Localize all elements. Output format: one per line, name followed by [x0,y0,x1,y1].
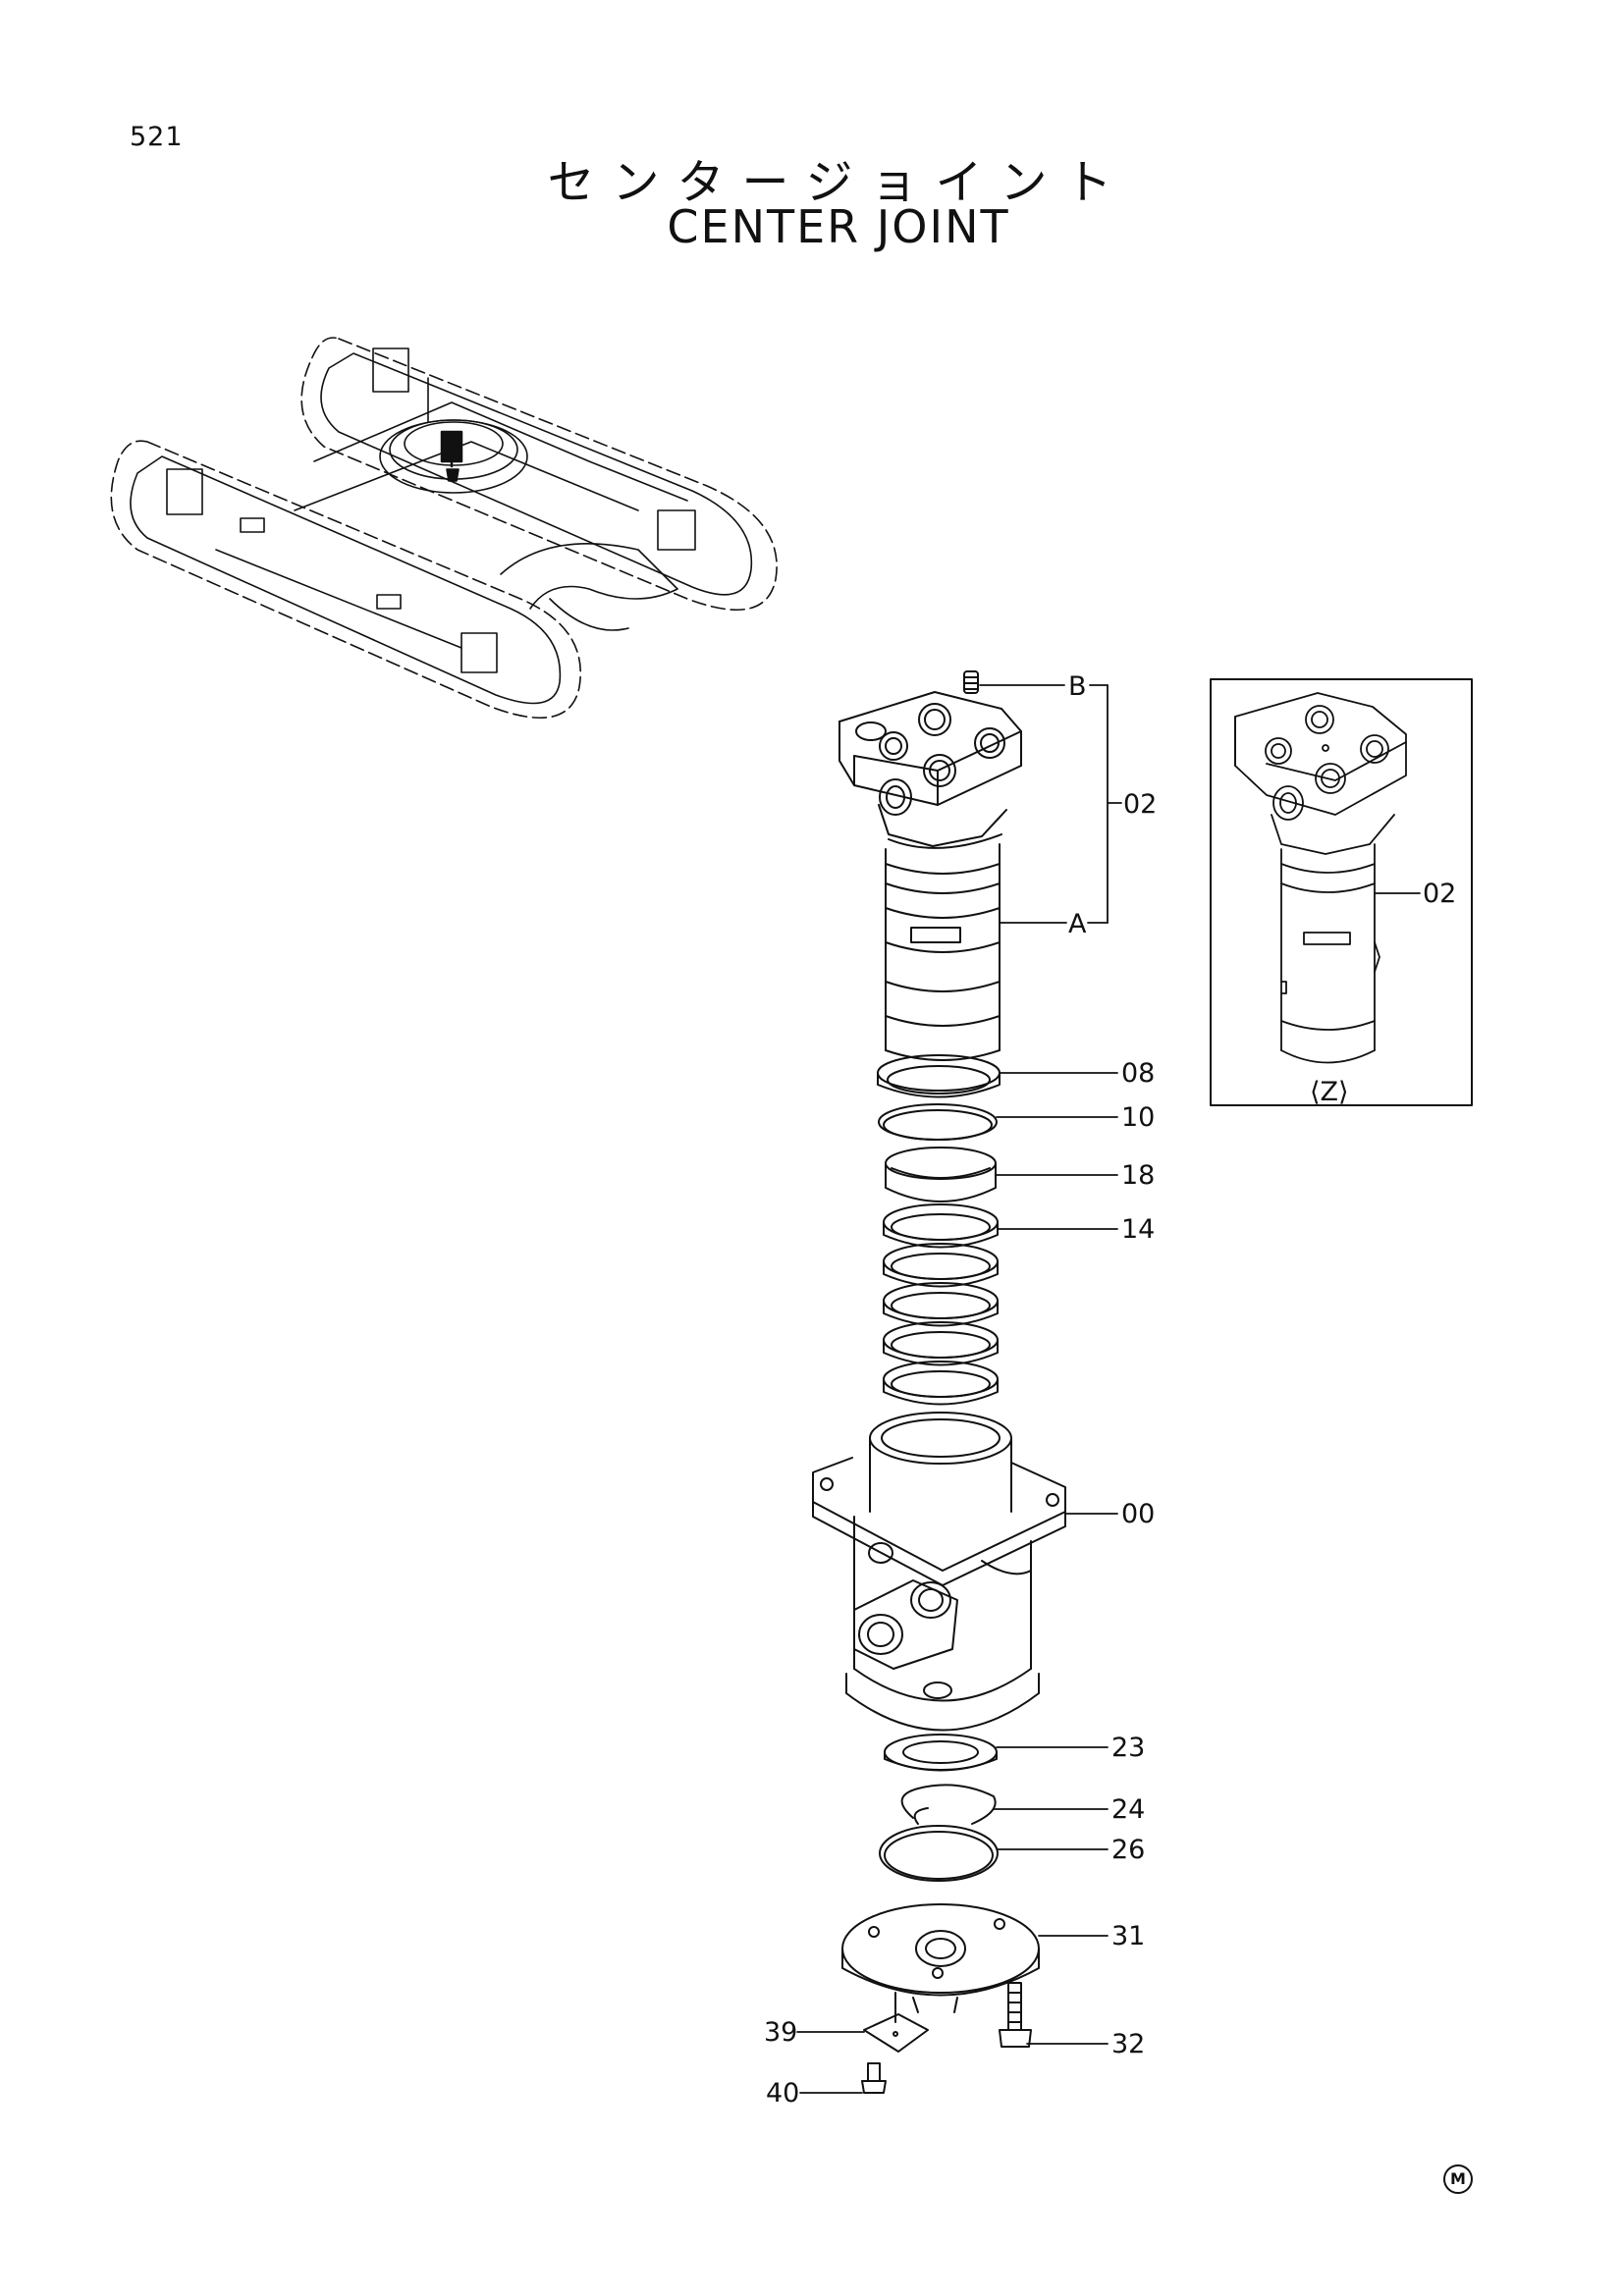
page-title: CENTER JOINT [667,200,1010,253]
callout-00: 00 [1121,1499,1155,1529]
callout-26: 26 [1111,1835,1145,1865]
snap-ring-24 [900,1784,997,1825]
callout-23: 23 [1111,1733,1145,1763]
o-ring-26 [879,1825,999,1882]
callout-39: 39 [764,2017,797,2048]
spindle-part-02 [839,691,1022,1061]
page-number: 521 [130,122,184,152]
body-part-00 [812,1412,1066,1732]
detail-view-label: ⟨Z⟩ [1310,1077,1349,1107]
seal-ring-stack-14 [883,1203,999,1406]
undercarriage-illustration [110,337,778,719]
callout-24: 24 [1111,1794,1145,1825]
callout-labels: B 02 A 08 10 18 14 00 23 24 26 31 32 39 … [764,671,1456,2109]
seal-ring-08 [877,1054,1001,1098]
callout-32: 32 [1111,2029,1145,2059]
callout-18: 18 [1121,1160,1155,1191]
callout-08: 08 [1121,1058,1155,1089]
callout-02: 02 [1123,789,1157,820]
lock-plate-39 [863,1992,929,2053]
bolt-part-32 [999,1982,1032,2048]
o-ring-10 [878,1103,998,1141]
callout-14: 14 [1121,1214,1155,1245]
callout-a: A [1068,909,1087,939]
plug-part [963,670,979,694]
callout-31: 31 [1111,1921,1145,1951]
screw-part-40 [861,2062,887,2094]
callout-40: 40 [766,2078,799,2109]
detail-spindle-02 [1234,692,1421,1064]
callout-b: B [1068,671,1087,702]
bushing-18 [885,1147,997,1202]
detail-view-frame [1210,678,1473,1106]
callout-02-detail: 02 [1423,879,1456,909]
callout-10: 10 [1121,1102,1155,1133]
thrust-plate-23 [884,1734,998,1772]
leader-lines [796,684,1122,2094]
cover-part-31 [841,1903,1040,2013]
page-title-japanese: センタージョイント [547,155,1130,210]
maker-mark: M [1443,2164,1473,2194]
